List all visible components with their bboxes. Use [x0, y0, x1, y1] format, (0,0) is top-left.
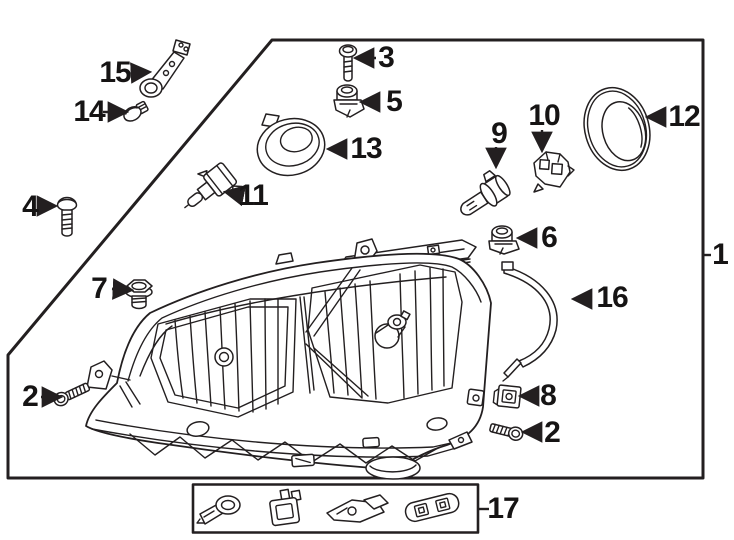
callout-3[interactable]: 3 — [378, 41, 395, 74]
clip-a-drawing — [196, 495, 241, 525]
headlamp-assembly-drawing — [85, 238, 492, 480]
callout-11[interactable]: 11 — [238, 179, 269, 212]
part-16-trim-strip — [501, 261, 558, 382]
callout-8[interactable]: 8 — [540, 379, 557, 412]
callout-13[interactable]: 13 — [350, 132, 382, 165]
part-12-seal-ring — [583, 86, 651, 172]
callout-4[interactable]: 4 — [22, 190, 39, 223]
part-13-round-seal-cap — [256, 113, 326, 177]
callout-16[interactable]: 16 — [596, 281, 628, 314]
clip-d-drawing — [404, 492, 460, 523]
part-6-adjuster-retainer — [488, 225, 520, 255]
clip-set-box — [191, 483, 480, 534]
callout-10[interactable]: 10 — [528, 99, 560, 132]
callout-12[interactable]: 12 — [668, 100, 700, 133]
part-4-bolt — [56, 196, 78, 237]
part-11-bulb-with-socket — [184, 162, 243, 209]
clip-b-drawing — [269, 488, 302, 527]
part-3-screw — [338, 44, 358, 82]
part-9-halogen-bulb — [460, 170, 511, 216]
part-8-clip-nut — [492, 384, 522, 409]
clip-c-drawing — [326, 494, 389, 523]
callout-9[interactable]: 9 — [491, 117, 508, 150]
callout-2-left[interactable]: 2 — [22, 380, 39, 413]
leader-lines — [36, 47, 711, 511]
callout-14[interactable]: 14 — [73, 95, 105, 128]
part-2-screw-right — [489, 423, 524, 441]
callout-2-right[interactable]: 2 — [544, 416, 561, 449]
callout-17[interactable]: 17 — [487, 492, 519, 525]
part-10-bulb-holder — [533, 151, 575, 193]
callout-6[interactable]: 6 — [541, 221, 558, 254]
callout-15[interactable]: 15 — [99, 56, 131, 89]
callout-7[interactable]: 7 — [91, 272, 108, 305]
callout-1[interactable]: 1 — [712, 238, 729, 271]
callout-5[interactable]: 5 — [386, 85, 403, 118]
part-5-adjuster-retainer — [333, 84, 365, 118]
part-15-bulb-socket-with-arm — [139, 39, 191, 98]
